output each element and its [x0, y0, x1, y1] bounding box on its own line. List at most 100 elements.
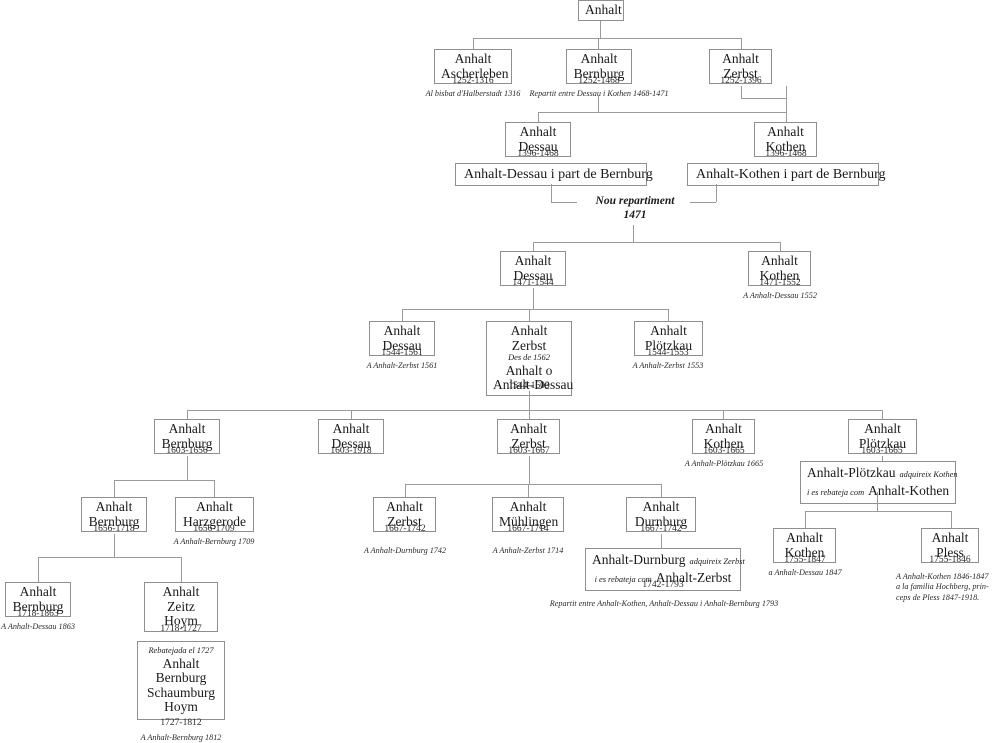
- node-note: Repartit entre Anhalt-Kothen, Anhalt-Des…: [549, 599, 779, 608]
- node-dates: 1603-1918: [330, 446, 372, 456]
- connector-zerbst1252-down: [741, 38, 742, 49]
- node-dates: 1603-1656: [166, 446, 208, 456]
- merge-row-1: Anhalt-Durnburg adquireix Zerbst: [592, 551, 745, 569]
- node-label-line1: Anhalt: [95, 499, 133, 514]
- node-label-line2: Dessau: [382, 337, 422, 353]
- node-dates: 1252-1468: [578, 76, 620, 86]
- node-note: a Anhalt-Dessau 1847: [768, 568, 842, 577]
- connector-kothenmerge-down: [877, 492, 878, 511]
- connector-bernburg1252-down: [598, 38, 599, 49]
- node-note: A Anhalt-Bernburg 1812: [140, 733, 222, 742]
- node-label-line2: Zeitz: [167, 598, 195, 614]
- connector-dessau1396-down: [538, 112, 539, 122]
- node-label-line2: Plötzkau: [644, 337, 693, 353]
- connector-bernburg1656-to-split: [114, 534, 115, 557]
- node-anhalt-harzgerode: Anhalt Harzgerode: [175, 497, 254, 533]
- connector-bernburg1603-down: [187, 410, 188, 419]
- repartiment-label: Nou repartiment 1471: [570, 194, 700, 223]
- node-label-line2: Dessau: [518, 138, 558, 154]
- node-note: A Anhalt-Zerbst 1561: [366, 361, 438, 370]
- node-anhalt-zerbst-1603: Anhalt Zerbst: [497, 419, 560, 455]
- connector-kothenpart-left: [690, 202, 716, 203]
- connector-bernburg1252-to-split: [598, 96, 599, 112]
- node-durnburg-acquires-zerbst: Anhalt-Durnburg adquireix Zerbst i es re…: [585, 548, 745, 591]
- node-label-line1: Anhalt: [509, 499, 547, 514]
- node-note: A Anhalt-Dessau 1863: [1, 622, 75, 631]
- node-dates: 1742-1793: [642, 580, 684, 590]
- node-label-line2: Plötzkau: [858, 435, 907, 451]
- connector-kothen1603-down: [723, 410, 724, 419]
- node-label-line2: Zerbst: [387, 513, 422, 529]
- node-label-line1: Anhalt: [162, 584, 200, 599]
- node-anhalt-dessau-1544: Anhalt Dessau: [369, 321, 435, 357]
- node-label-line2: Zerbst: [511, 435, 546, 451]
- node-dates: 1603-1665: [861, 446, 903, 456]
- node-dates: 1603-1665: [703, 446, 745, 456]
- node-label-line2: Bernburg: [161, 435, 213, 451]
- connector-dessau1471-to-split: [533, 288, 534, 309]
- node-label-line1: Anhalt: [454, 51, 492, 66]
- node-anhalt-dessau-1396: Anhalt Dessau: [505, 122, 571, 158]
- node-inner-note: Rebatejada el 1727: [148, 646, 214, 655]
- node-dates: 1544-1561: [381, 348, 423, 358]
- node-dates: 1471-1552: [759, 278, 801, 288]
- connector-kothen1471-down: [780, 242, 781, 251]
- node-note-pless: A Anhalt-Kothen 1846-1847 a la familia H…: [896, 572, 1000, 603]
- node-label-line1: Anhalt: [722, 51, 759, 66]
- node-label-line2: Durnburg: [634, 513, 688, 529]
- node-dates: 1667-1742: [384, 524, 426, 534]
- node-label-line4: Hoym: [164, 699, 198, 715]
- node-dates: 1544-1553: [647, 348, 689, 358]
- connector-plotzkau1544-down: [668, 309, 669, 321]
- node-plotzkau-acquires-kothen: Anhalt-Plötzkau adquireix Kothen i es re…: [800, 461, 958, 504]
- node-anhalt-dessau-1603: Anhalt Dessau: [318, 419, 384, 455]
- node-anhalt-plotzkau-1603: Anhalt Plötzkau: [848, 419, 917, 455]
- node-label-line2: Kothen: [759, 267, 800, 283]
- repartiment-line2: 1471: [623, 209, 647, 222]
- repartiment-line1: Nou repartiment: [595, 195, 675, 207]
- node-anhalt-kothen-1396: Anhalt Kothen: [754, 122, 817, 158]
- connector-plotzkau1603-to-merge: [882, 456, 883, 461]
- node-label-line2: Bernburg: [12, 598, 64, 614]
- merge-part-d: Anhalt-Kothen: [868, 483, 950, 499]
- connector-gen1755-bus: [805, 511, 951, 512]
- node-label-line1: Anhalt: [386, 499, 423, 514]
- node-note: A Anhalt-Durnburg 1742: [363, 546, 447, 555]
- node-label-line1: Anhalt: [383, 323, 421, 338]
- node-anhalt-zeitz-hoym: Anhalt Zeitz Hoym: [144, 582, 218, 632]
- note-line2: a la familia Hochberg, prin-: [896, 582, 989, 592]
- node-label-line1: Anhalt: [196, 499, 233, 514]
- note-line1: A Anhalt-Kothen 1846-1847: [896, 572, 989, 581]
- node-note: A Anhalt-Zerbst 1714: [492, 546, 564, 555]
- merge-row-2: i es rebateja com Anhalt-Zerbst: [592, 569, 734, 587]
- node-anhalt-bernburg-1603: Anhalt Bernburg: [154, 419, 220, 455]
- node-label-line2: Harzgerode: [183, 513, 246, 529]
- merge-row-1: Anhalt-Plötzkau adquireix Kothen: [807, 464, 958, 482]
- connector-dessau1544-down: [402, 309, 403, 321]
- node-label: Anhalt-Kothen i part de Bernburg: [696, 167, 886, 182]
- node-anhalt-kothen-1471: Anhalt Kothen: [748, 251, 811, 287]
- node-label-line2: Pless: [936, 544, 964, 560]
- node-label-line1: Anhalt: [650, 323, 687, 338]
- connector-kothenpart-down: [716, 184, 717, 202]
- connector-pless-down: [951, 511, 952, 528]
- connector-ascherleben-down: [473, 38, 474, 49]
- node-label-line1: Anhalt: [786, 530, 823, 545]
- node-anhalt-ascherleben: Anhalt Ascherleben: [434, 49, 512, 85]
- node-label-line1: Anhalt: [864, 421, 901, 436]
- node-anhalt-root: Anhalt: [578, 0, 624, 21]
- node-label-line1: Anhalt: [931, 530, 969, 545]
- connector-muhlingen-down: [528, 484, 529, 497]
- merge-part-c: i es rebateja com: [807, 488, 865, 498]
- node-label-line2: Zerbst: [723, 65, 758, 81]
- connector-durnburg-down: [661, 484, 662, 497]
- connector-zeitzhoym-down: [181, 557, 182, 582]
- connector-kothen1755-down: [805, 511, 806, 528]
- node-label-line3: Schaumburg: [147, 684, 215, 700]
- node-note: A Anhalt-Zerbst 1553: [632, 361, 704, 370]
- connector-dessau1603-down: [351, 410, 352, 419]
- node-dates: 1718-1863: [17, 609, 59, 619]
- connector-bernburg1718-down: [38, 557, 39, 582]
- merge-part-c: i es rebateja com: [594, 575, 652, 585]
